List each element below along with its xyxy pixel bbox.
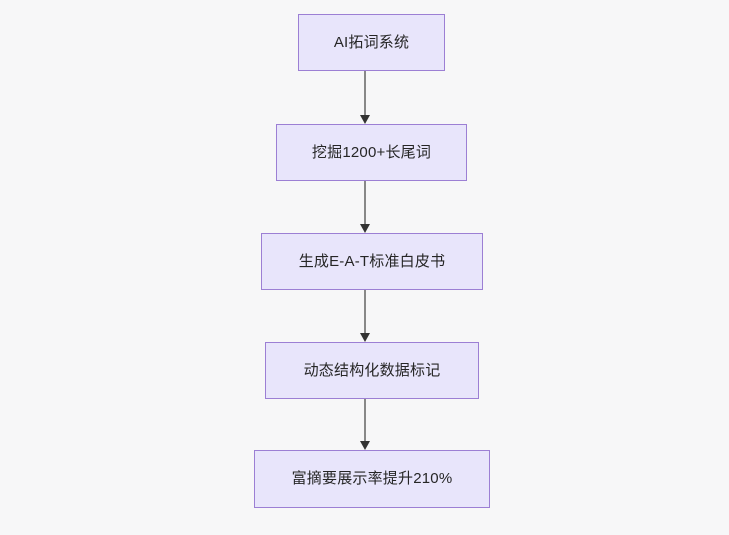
flow-node-dynamic-structured-data-markup[interactable]: 动态结构化数据标记 [265,342,479,399]
flow-edge-n3-to-n4 [358,290,372,342]
flow-node-ai-keyword-system[interactable]: AI拓词系统 [298,14,445,71]
flow-node-mine-longtail-keywords[interactable]: 挖掘1200+长尾词 [276,124,467,181]
flow-node-label: 挖掘1200+长尾词 [311,143,432,161]
flow-edge-n2-to-n3 [358,181,372,233]
edge-line [363,71,366,116]
arrowhead-down-icon [359,441,370,450]
edge-line [363,399,366,442]
flow-edge-n1-to-n2 [358,71,372,124]
arrowhead-down-icon [359,333,370,342]
flow-node-label: 动态结构化数据标记 [303,361,441,379]
edge-line [363,181,366,225]
flow-node-generate-eat-whitepaper[interactable]: 生成E-A-T标准白皮书 [261,233,483,290]
arrowhead-down-icon [359,224,370,233]
flow-node-label: AI拓词系统 [333,33,410,51]
arrowhead-down-icon [359,115,370,124]
edge-line [363,290,366,334]
flow-edge-n4-to-n5 [358,399,372,450]
flow-node-label: 生成E-A-T标准白皮书 [298,252,446,270]
flow-node-rich-snippet-impression-uplift[interactable]: 富摘要展示率提升210% [254,450,490,508]
flow-node-label: 富摘要展示率提升210% [291,470,453,487]
